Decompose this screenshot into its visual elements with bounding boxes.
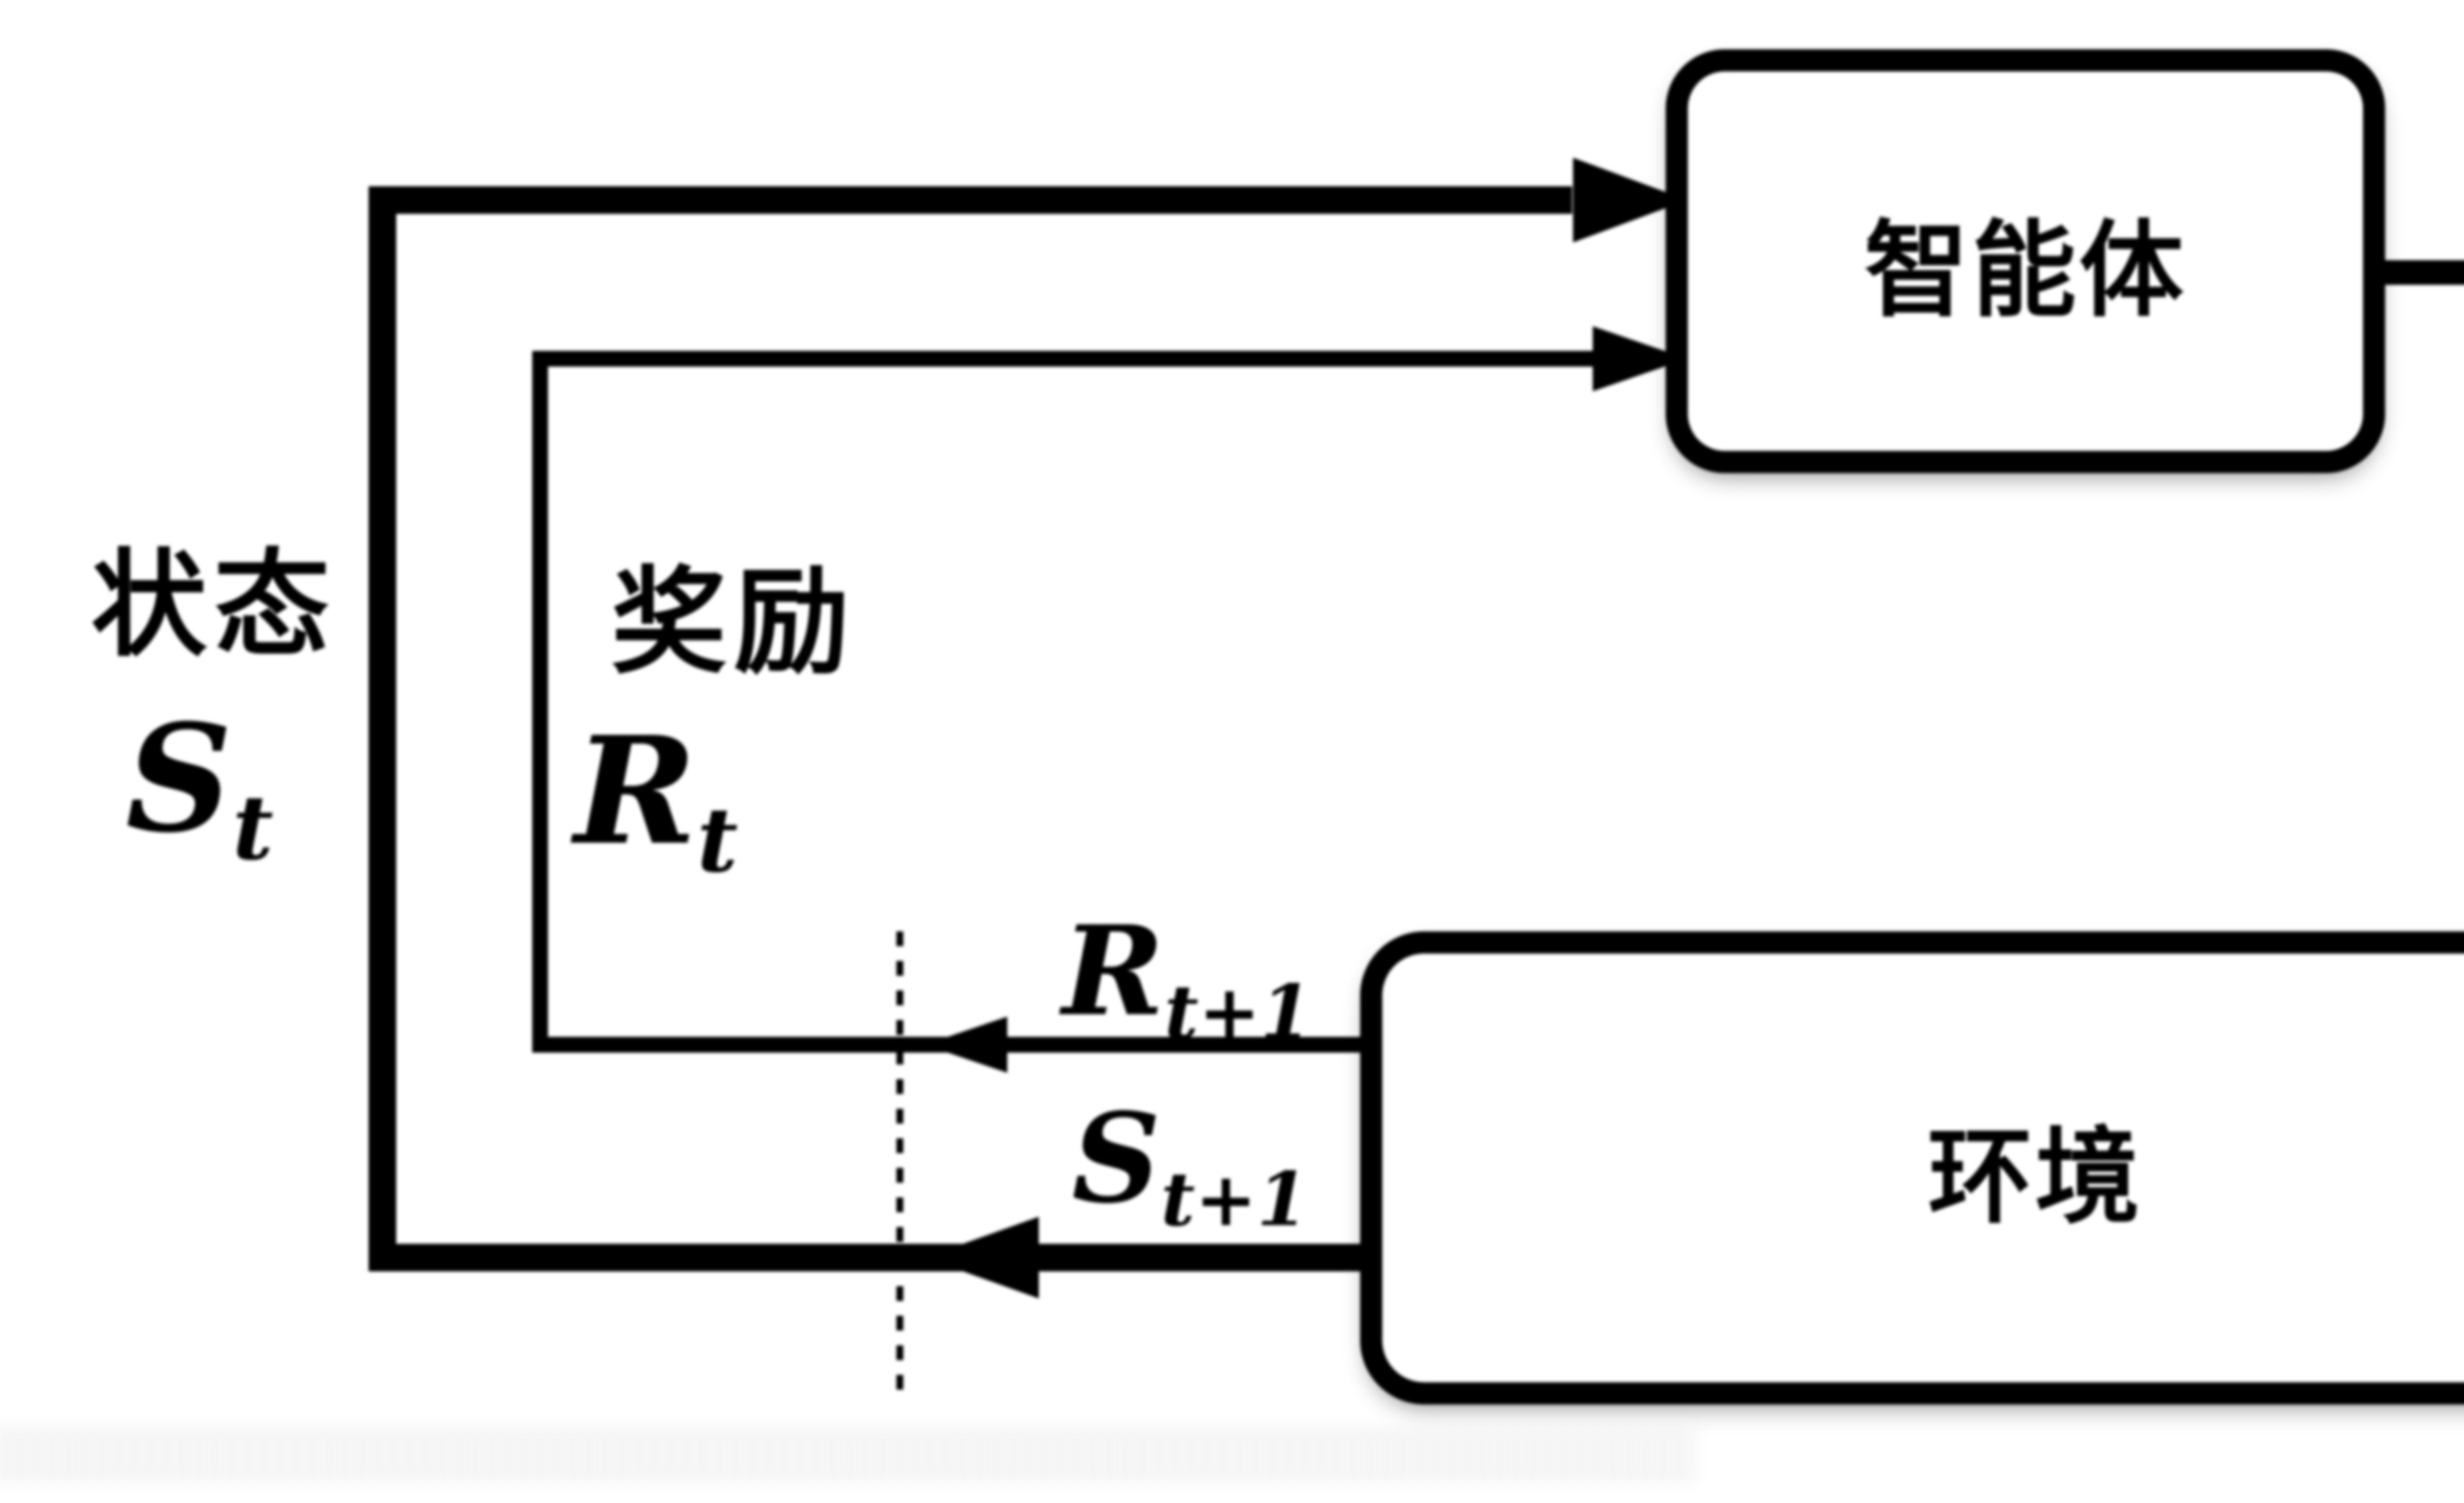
next-state-arrowhead-icon bbox=[924, 1217, 1039, 1298]
next-state-symbol: St+1 bbox=[1072, 1096, 1308, 1236]
next-reward-arrowhead-icon bbox=[924, 1017, 1007, 1073]
state-label: 状态 bbox=[91, 537, 337, 673]
action-loop-top-line bbox=[2375, 260, 2464, 285]
reward-symbol-base: R bbox=[574, 704, 697, 878]
time-step-dashed-divider bbox=[896, 931, 903, 1397]
next-reward-symbol: Rt+1 bbox=[1062, 909, 1312, 1049]
environment-label: 环境 bbox=[1928, 1115, 2143, 1238]
reward-symbol-subscript: t bbox=[697, 788, 738, 892]
next-reward-symbol-subscript: t+1 bbox=[1164, 969, 1312, 1056]
environment-box: 环境 bbox=[1360, 931, 2464, 1404]
state-loop-bottom-line bbox=[369, 1244, 1370, 1271]
state-loop-vertical-line bbox=[369, 186, 396, 1271]
agent-box: 智能体 bbox=[1666, 49, 2385, 473]
state-symbol-base: S bbox=[126, 691, 233, 865]
reward-symbol: Rt bbox=[574, 717, 738, 885]
agent-label: 智能体 bbox=[1864, 208, 2187, 331]
next-reward-symbol-base: R bbox=[1062, 898, 1164, 1043]
reward-loop-top-line bbox=[532, 351, 1597, 367]
state-symbol: St bbox=[126, 705, 274, 873]
reward-label: 奖励 bbox=[611, 554, 856, 690]
cropped-caption-artifact bbox=[0, 1427, 1695, 1483]
next-state-symbol-subscript: t+1 bbox=[1161, 1156, 1308, 1243]
state-symbol-subscript: t bbox=[232, 776, 274, 880]
next-state-symbol-base: S bbox=[1072, 1086, 1161, 1230]
state-loop-top-line bbox=[369, 186, 1572, 214]
reward-loop-vertical-line bbox=[532, 351, 548, 1053]
